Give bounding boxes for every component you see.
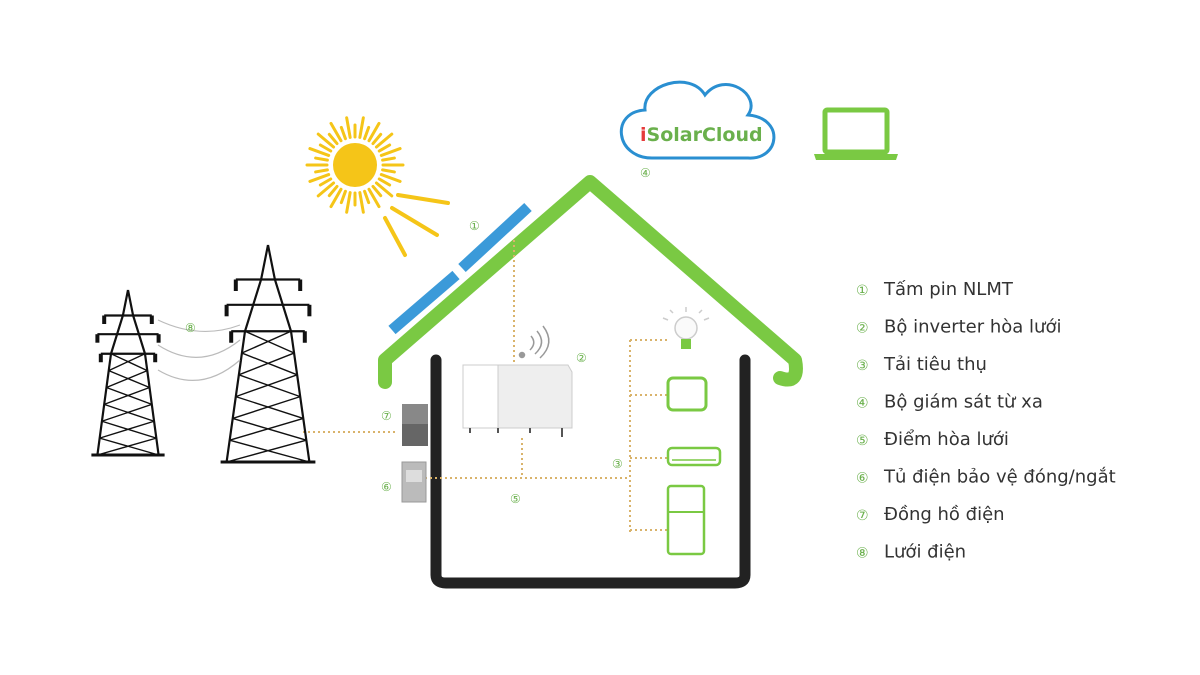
marker-2: ② <box>576 351 587 365</box>
power-lines <box>157 319 241 381</box>
legend-item: ⑧ Lưới điện <box>856 542 966 563</box>
protection-cabinet-icon <box>401 461 427 503</box>
marker-3: ③ <box>612 457 623 471</box>
legend-label: Đồng hồ điện <box>884 504 1005 525</box>
legend-number: ⑤ <box>856 433 869 449</box>
refrigerator-icon <box>666 484 706 556</box>
legend-item: ① Tấm pin NLMT <box>856 279 1014 300</box>
cloud-label-i: i <box>640 124 647 146</box>
legend-number: ④ <box>856 396 869 412</box>
legend-label: Lưới điện <box>884 542 966 563</box>
legend-number: ② <box>856 321 869 337</box>
cloud-label: SolarCloud <box>647 124 763 146</box>
legend-label: Tấm pin NLMT <box>883 279 1014 300</box>
power-grid-towers <box>91 244 316 464</box>
legend-number: ③ <box>856 358 869 374</box>
legend-label: Điểm hòa lưới <box>884 429 1009 450</box>
marker-6: ⑥ <box>381 480 392 494</box>
marker-1: ① <box>469 219 480 233</box>
electric-meter-icon <box>402 404 428 446</box>
house-roof <box>378 175 803 389</box>
solar-panel <box>388 202 532 335</box>
legend-item: ⑦ Đồng hồ điện <box>856 504 1005 525</box>
power-tower-large <box>220 244 316 464</box>
marker-4: ④ <box>640 166 651 180</box>
air-conditioner-icon <box>666 446 722 467</box>
legend-number: ⑧ <box>856 546 869 562</box>
sun-icon <box>305 116 450 257</box>
house-walls <box>430 354 751 589</box>
cloud-icon: iSolarCloud <box>619 80 776 160</box>
legend-label: Bộ inverter hòa lưới <box>884 317 1061 338</box>
marker-7: ⑦ <box>381 409 392 423</box>
wiring <box>303 240 668 532</box>
legend-item: ③ Tải tiêu thụ <box>856 354 987 375</box>
inverter-icon <box>462 364 573 437</box>
legend-label: Tải tiêu thụ <box>883 354 987 375</box>
legend-number: ⑥ <box>856 471 869 487</box>
marker-5: ⑤ <box>510 492 521 506</box>
light-bulb-icon <box>662 307 710 349</box>
marker-8: ⑧ <box>185 321 196 335</box>
legend-label: Bộ giám sát từ xa <box>884 392 1043 413</box>
legend-item: ⑥ Tủ điện bảo vệ đóng/ngắt <box>856 467 1116 488</box>
legend-item: ④ Bộ giám sát từ xa <box>856 392 1043 413</box>
legend-number: ⑦ <box>856 508 869 524</box>
tv-icon <box>666 376 708 412</box>
legend-label: Tủ điện bảo vệ đóng/ngắt <box>883 467 1116 488</box>
power-tower-small <box>91 289 165 457</box>
wifi-icon <box>518 325 550 359</box>
legend-item: ⑤ Điểm hòa lưới <box>856 429 1009 450</box>
svg-text:iSolarCloud: iSolarCloud <box>640 124 763 146</box>
legend-item: ② Bộ inverter hòa lưới <box>856 317 1061 338</box>
legend: ① Tấm pin NLMT ② Bộ inverter hòa lưới ③ Tải t… <box>856 279 1116 563</box>
laptop-icon <box>814 107 898 160</box>
legend-number: ① <box>856 283 869 299</box>
